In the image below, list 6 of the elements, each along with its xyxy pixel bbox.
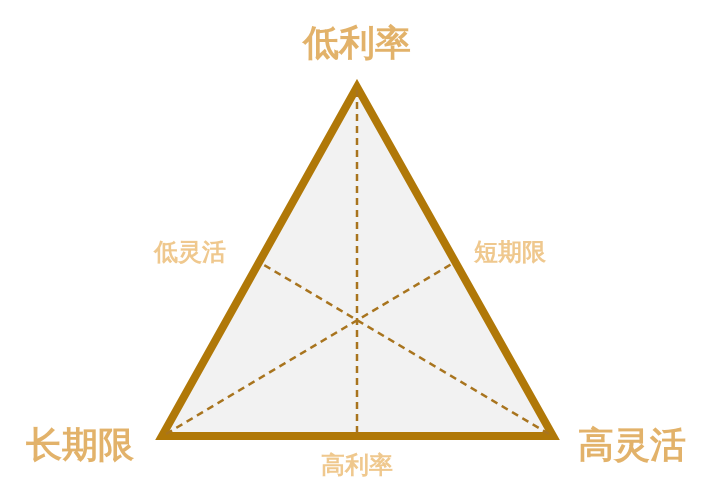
axis-label: 低灵活 — [154, 240, 226, 264]
axis-label: 长期限 — [26, 428, 134, 464]
axis-label: 高灵活 — [578, 428, 686, 464]
axis-label: 短期限 — [474, 240, 546, 264]
axis-label: 低利率 — [303, 26, 411, 62]
axis-label: 高利率 — [321, 453, 393, 477]
